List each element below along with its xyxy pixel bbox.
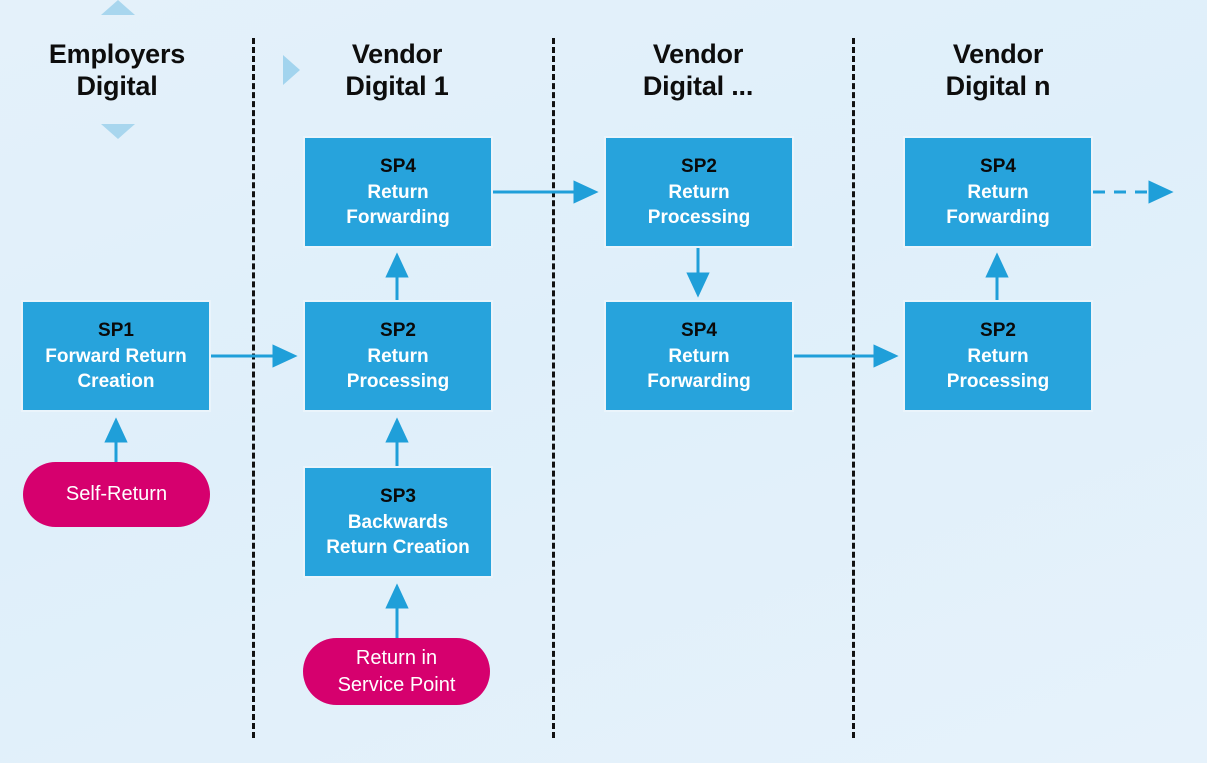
lane-header-line2: Digital (76, 71, 158, 101)
lane-header-vendor-digital-x: Vendor Digital ... (599, 38, 797, 102)
process-box-title-line1: Forward Return (45, 346, 187, 367)
process-box-sp2-return-processing-vx[interactable]: SP2 Return Processing (604, 136, 794, 248)
process-box-code: SP2 (681, 156, 717, 177)
triangle-up-icon (101, 0, 135, 15)
lane-header-line2: Digital n (945, 71, 1051, 101)
process-box-sp2-return-processing-v1[interactable]: SP2 Return Processing (303, 300, 493, 412)
process-box-title-line1: Backwards (347, 512, 449, 533)
process-box-title-line1: Return (967, 182, 1029, 203)
process-box-sp1-forward-return-creation[interactable]: SP1 Forward Return Creation (21, 300, 211, 412)
lane-header-vendor-digital-n: Vendor Digital n (899, 38, 1097, 102)
process-box-title-line2: Processing (647, 207, 751, 228)
start-pill-self-return[interactable]: Self-Return (23, 462, 210, 527)
process-box-code: SP3 (380, 486, 416, 507)
process-box-title-line2: Forwarding (346, 207, 450, 228)
lane-header-line1: Employers (48, 39, 186, 69)
process-box-code: SP4 (681, 320, 717, 341)
lane-divider-1 (252, 38, 255, 738)
process-box-title-line2: Processing (346, 371, 450, 392)
lane-header-vendor-digital-1: Vendor Digital 1 (298, 38, 496, 102)
lane-divider-3 (852, 38, 855, 738)
process-box-code: SP2 (380, 320, 416, 341)
process-box-title-line1: Return (967, 346, 1029, 367)
process-box-title-line2: Forwarding (647, 371, 751, 392)
lane-header-employers-digital: Employers Digital (18, 38, 216, 102)
process-box-code: SP4 (380, 156, 416, 177)
start-pill-return-in-service-point[interactable]: Return in Service Point (303, 638, 490, 705)
triangle-down-icon (101, 124, 135, 139)
process-box-title-line2: Return Creation (326, 537, 470, 558)
triangle-right-icon (283, 55, 300, 85)
process-box-sp4-return-forwarding-vx[interactable]: SP4 Return Forwarding (604, 300, 794, 412)
process-box-sp3-backwards-return-creation[interactable]: SP3 Backwards Return Creation (303, 466, 493, 578)
process-box-sp4-return-forwarding-vn[interactable]: SP4 Return Forwarding (903, 136, 1093, 248)
process-box-title-line1: Return (668, 346, 730, 367)
process-box-title-line1: Return (668, 182, 730, 203)
process-box-title-line1: Return (367, 182, 429, 203)
process-box-title-line2: Processing (946, 371, 1050, 392)
lane-divider-2 (552, 38, 555, 738)
process-box-sp4-return-forwarding-v1[interactable]: SP4 Return Forwarding (303, 136, 493, 248)
process-box-code: SP2 (980, 320, 1016, 341)
process-box-code: SP4 (980, 156, 1016, 177)
process-box-title-line2: Creation (77, 371, 155, 392)
process-box-title-line2: Forwarding (946, 207, 1050, 228)
start-pill-label-line2: Service Point (337, 673, 456, 696)
lane-header-line2: Digital 1 (345, 71, 449, 101)
start-pill-label-line1: Return in (355, 646, 438, 669)
lane-header-line1: Vendor (952, 39, 1044, 69)
start-pill-label-line1: Self-Return (65, 483, 168, 505)
process-box-title-line1: Return (367, 346, 429, 367)
process-box-sp2-return-processing-vn[interactable]: SP2 Return Processing (903, 300, 1093, 412)
lane-header-line1: Vendor (652, 39, 744, 69)
lane-header-line1: Vendor (351, 39, 443, 69)
process-box-code: SP1 (98, 320, 134, 341)
lane-header-line2: Digital ... (642, 71, 754, 101)
